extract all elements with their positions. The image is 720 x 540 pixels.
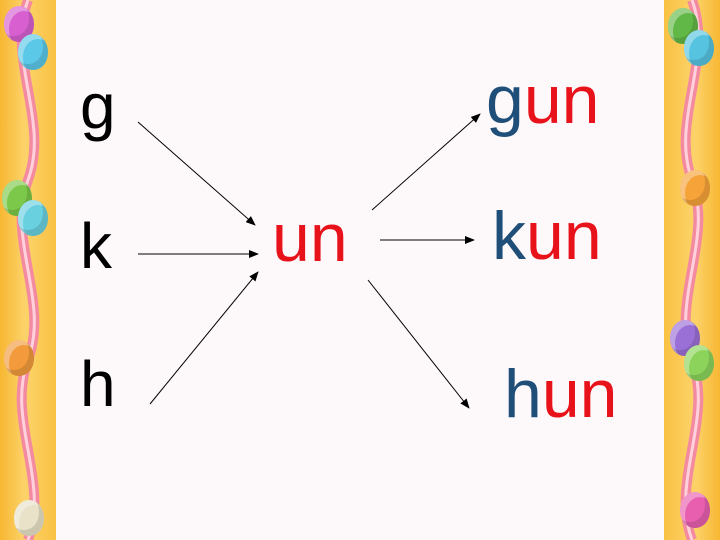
- arrow-h-to-un: [149, 271, 259, 405]
- syllable-initial: h: [504, 356, 542, 432]
- balloon-icon: [680, 170, 710, 206]
- syllable-initial: k: [492, 198, 526, 274]
- initial-k: k: [80, 210, 112, 282]
- right-ribbon: [680, 0, 704, 540]
- balloon-icon: [680, 492, 710, 528]
- balloon-icon: [18, 200, 48, 236]
- arrow-un-to-gun: [371, 113, 481, 211]
- syllable-kun: kun: [492, 202, 602, 270]
- initial-g: g: [80, 70, 116, 142]
- syllable-final: un: [526, 198, 602, 274]
- balloon-icon: [18, 34, 48, 70]
- slide-panel: [56, 0, 664, 540]
- arrow-un-to-hun: [367, 279, 470, 409]
- right-decorative-border: [664, 0, 720, 540]
- left-ribbon: [16, 0, 40, 540]
- balloon-icon: [4, 340, 34, 376]
- balloon-icon: [14, 500, 44, 536]
- syllable-final: un: [523, 62, 600, 138]
- syllable-gun: gun: [486, 66, 599, 134]
- initial-h: h: [80, 348, 116, 420]
- arrow-g-to-un: [137, 121, 256, 226]
- syllable-hun: hun: [504, 360, 617, 428]
- balloon-icon: [684, 30, 714, 66]
- balloon-icon: [684, 345, 714, 381]
- syllable-final: un: [541, 356, 618, 432]
- syllable-initial: g: [486, 62, 524, 138]
- final-un: un: [272, 200, 348, 276]
- left-decorative-border: [0, 0, 56, 540]
